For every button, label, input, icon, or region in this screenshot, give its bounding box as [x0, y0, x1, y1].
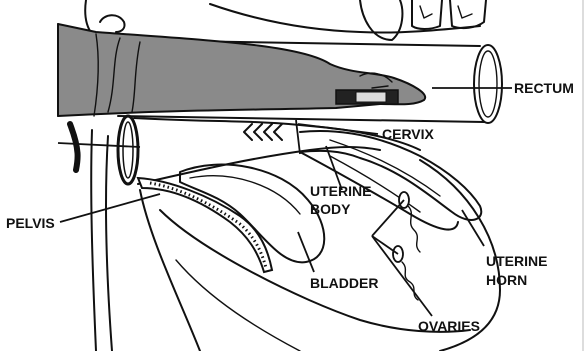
label-uterine-horn-line2: HORN — [486, 272, 527, 288]
cervix-rings — [244, 124, 282, 140]
bladder-leader — [298, 232, 314, 272]
label-ovaries: OVARIES — [418, 318, 480, 334]
ovaries-leader-3 — [372, 236, 398, 254]
tail — [85, 0, 124, 34]
label-uterine-body-line2: BODY — [310, 201, 351, 217]
label-rectum: RECTUM — [514, 80, 574, 96]
vagina-leader — [58, 143, 140, 147]
label-bladder: BLADDER — [310, 275, 378, 291]
label-uterine-body-line1: UTERINE — [310, 183, 371, 199]
label-uterine-horn-line1: UTERINE — [486, 253, 547, 269]
vertebrae — [210, 0, 486, 40]
label-cervix: CERVIX — [382, 126, 435, 142]
gloved-arm — [58, 24, 425, 116]
label-pelvis: PELVIS — [6, 215, 55, 231]
vulva — [70, 116, 138, 184]
ovaries-leader-1 — [372, 200, 404, 236]
